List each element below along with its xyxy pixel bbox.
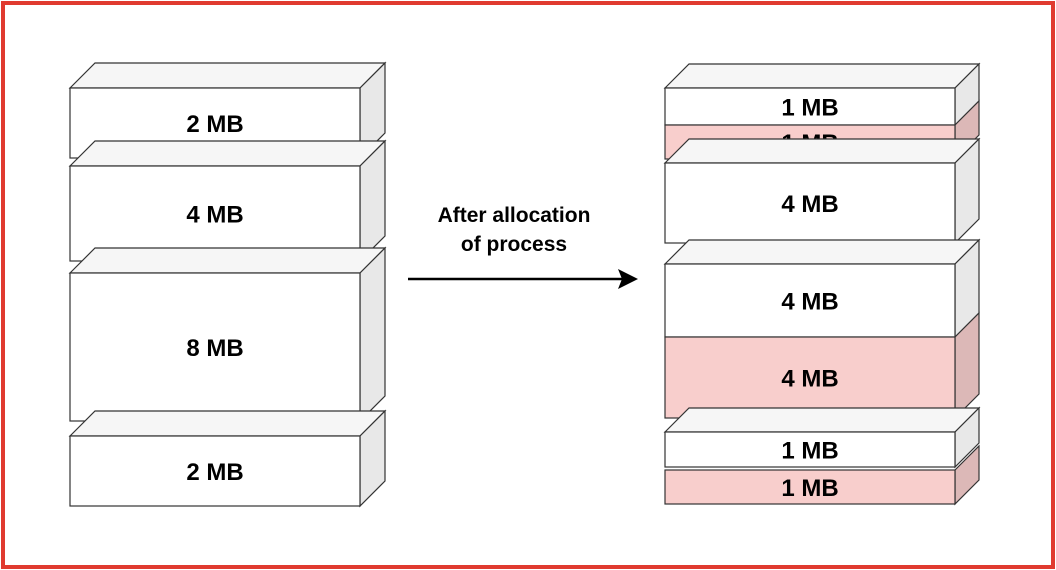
- after-block-6: 1 MB: [663, 406, 981, 469]
- before-block-4-label: 2 MB: [186, 459, 243, 486]
- before-memory-stack: 2 MB 4 MB 8 MB 2 MB: [68, 61, 387, 508]
- before-block-2-top-face: [68, 140, 387, 167]
- before-block-2-front-face: [69, 165, 361, 262]
- after-block-4-label: 4 MB: [781, 289, 838, 316]
- after-block-5: 4 MB: [664, 311, 980, 420]
- arrow-head-icon: [618, 269, 638, 289]
- after-block-7-label: 1 MB: [781, 475, 838, 502]
- after-block-1-front-face: [664, 87, 956, 126]
- after-block-6-label: 1 MB: [781, 438, 838, 465]
- before-block-3-front-face: [69, 272, 361, 422]
- after-block-3: 4 MB: [663, 137, 981, 245]
- before-block-3-side-face: [359, 246, 386, 423]
- transition-caption-line1: After allocation: [438, 204, 591, 227]
- after-block-3-top-face: [663, 138, 981, 164]
- after-block-3-front-face: [664, 162, 956, 244]
- before-block-2: 4 MB: [68, 139, 387, 263]
- after-block-6-top-face: [663, 407, 981, 433]
- after-block-4-front-face: [664, 263, 956, 338]
- after-block-6-front-face: [664, 431, 956, 468]
- before-block-3-top-face: [68, 247, 387, 274]
- before-block-2-label: 4 MB: [186, 202, 243, 229]
- before-block-3-label: 8 MB: [186, 335, 243, 362]
- before-block-3: 8 MB: [68, 246, 387, 423]
- transition-caption-line2: of process: [461, 233, 567, 256]
- before-block-4: 2 MB: [68, 409, 387, 508]
- after-memory-stack: 1 MB1 MB4 MB4 MB4 MB1 MB1 MB: [663, 62, 981, 506]
- before-block-1-top-face: [68, 62, 387, 89]
- after-block-4-top-face: [663, 239, 981, 265]
- after-block-5-front-face: [664, 336, 956, 419]
- after-block-7: 1 MB: [664, 444, 980, 506]
- after-block-4: 4 MB: [663, 238, 981, 339]
- after-block-3-label: 4 MB: [781, 191, 838, 218]
- after-block-5-label: 4 MB: [781, 366, 838, 393]
- after-block-1-top-face: [663, 63, 981, 89]
- after-block-1: 1 MB: [663, 62, 981, 127]
- transition-arrow-group: After allocation of process: [408, 204, 638, 289]
- after-block-7-front-face: [664, 469, 956, 505]
- after-block-1-label: 1 MB: [781, 95, 838, 122]
- before-block-4-front-face: [69, 435, 361, 507]
- before-block-1-label: 2 MB: [186, 111, 243, 138]
- before-block-4-top-face: [68, 410, 387, 437]
